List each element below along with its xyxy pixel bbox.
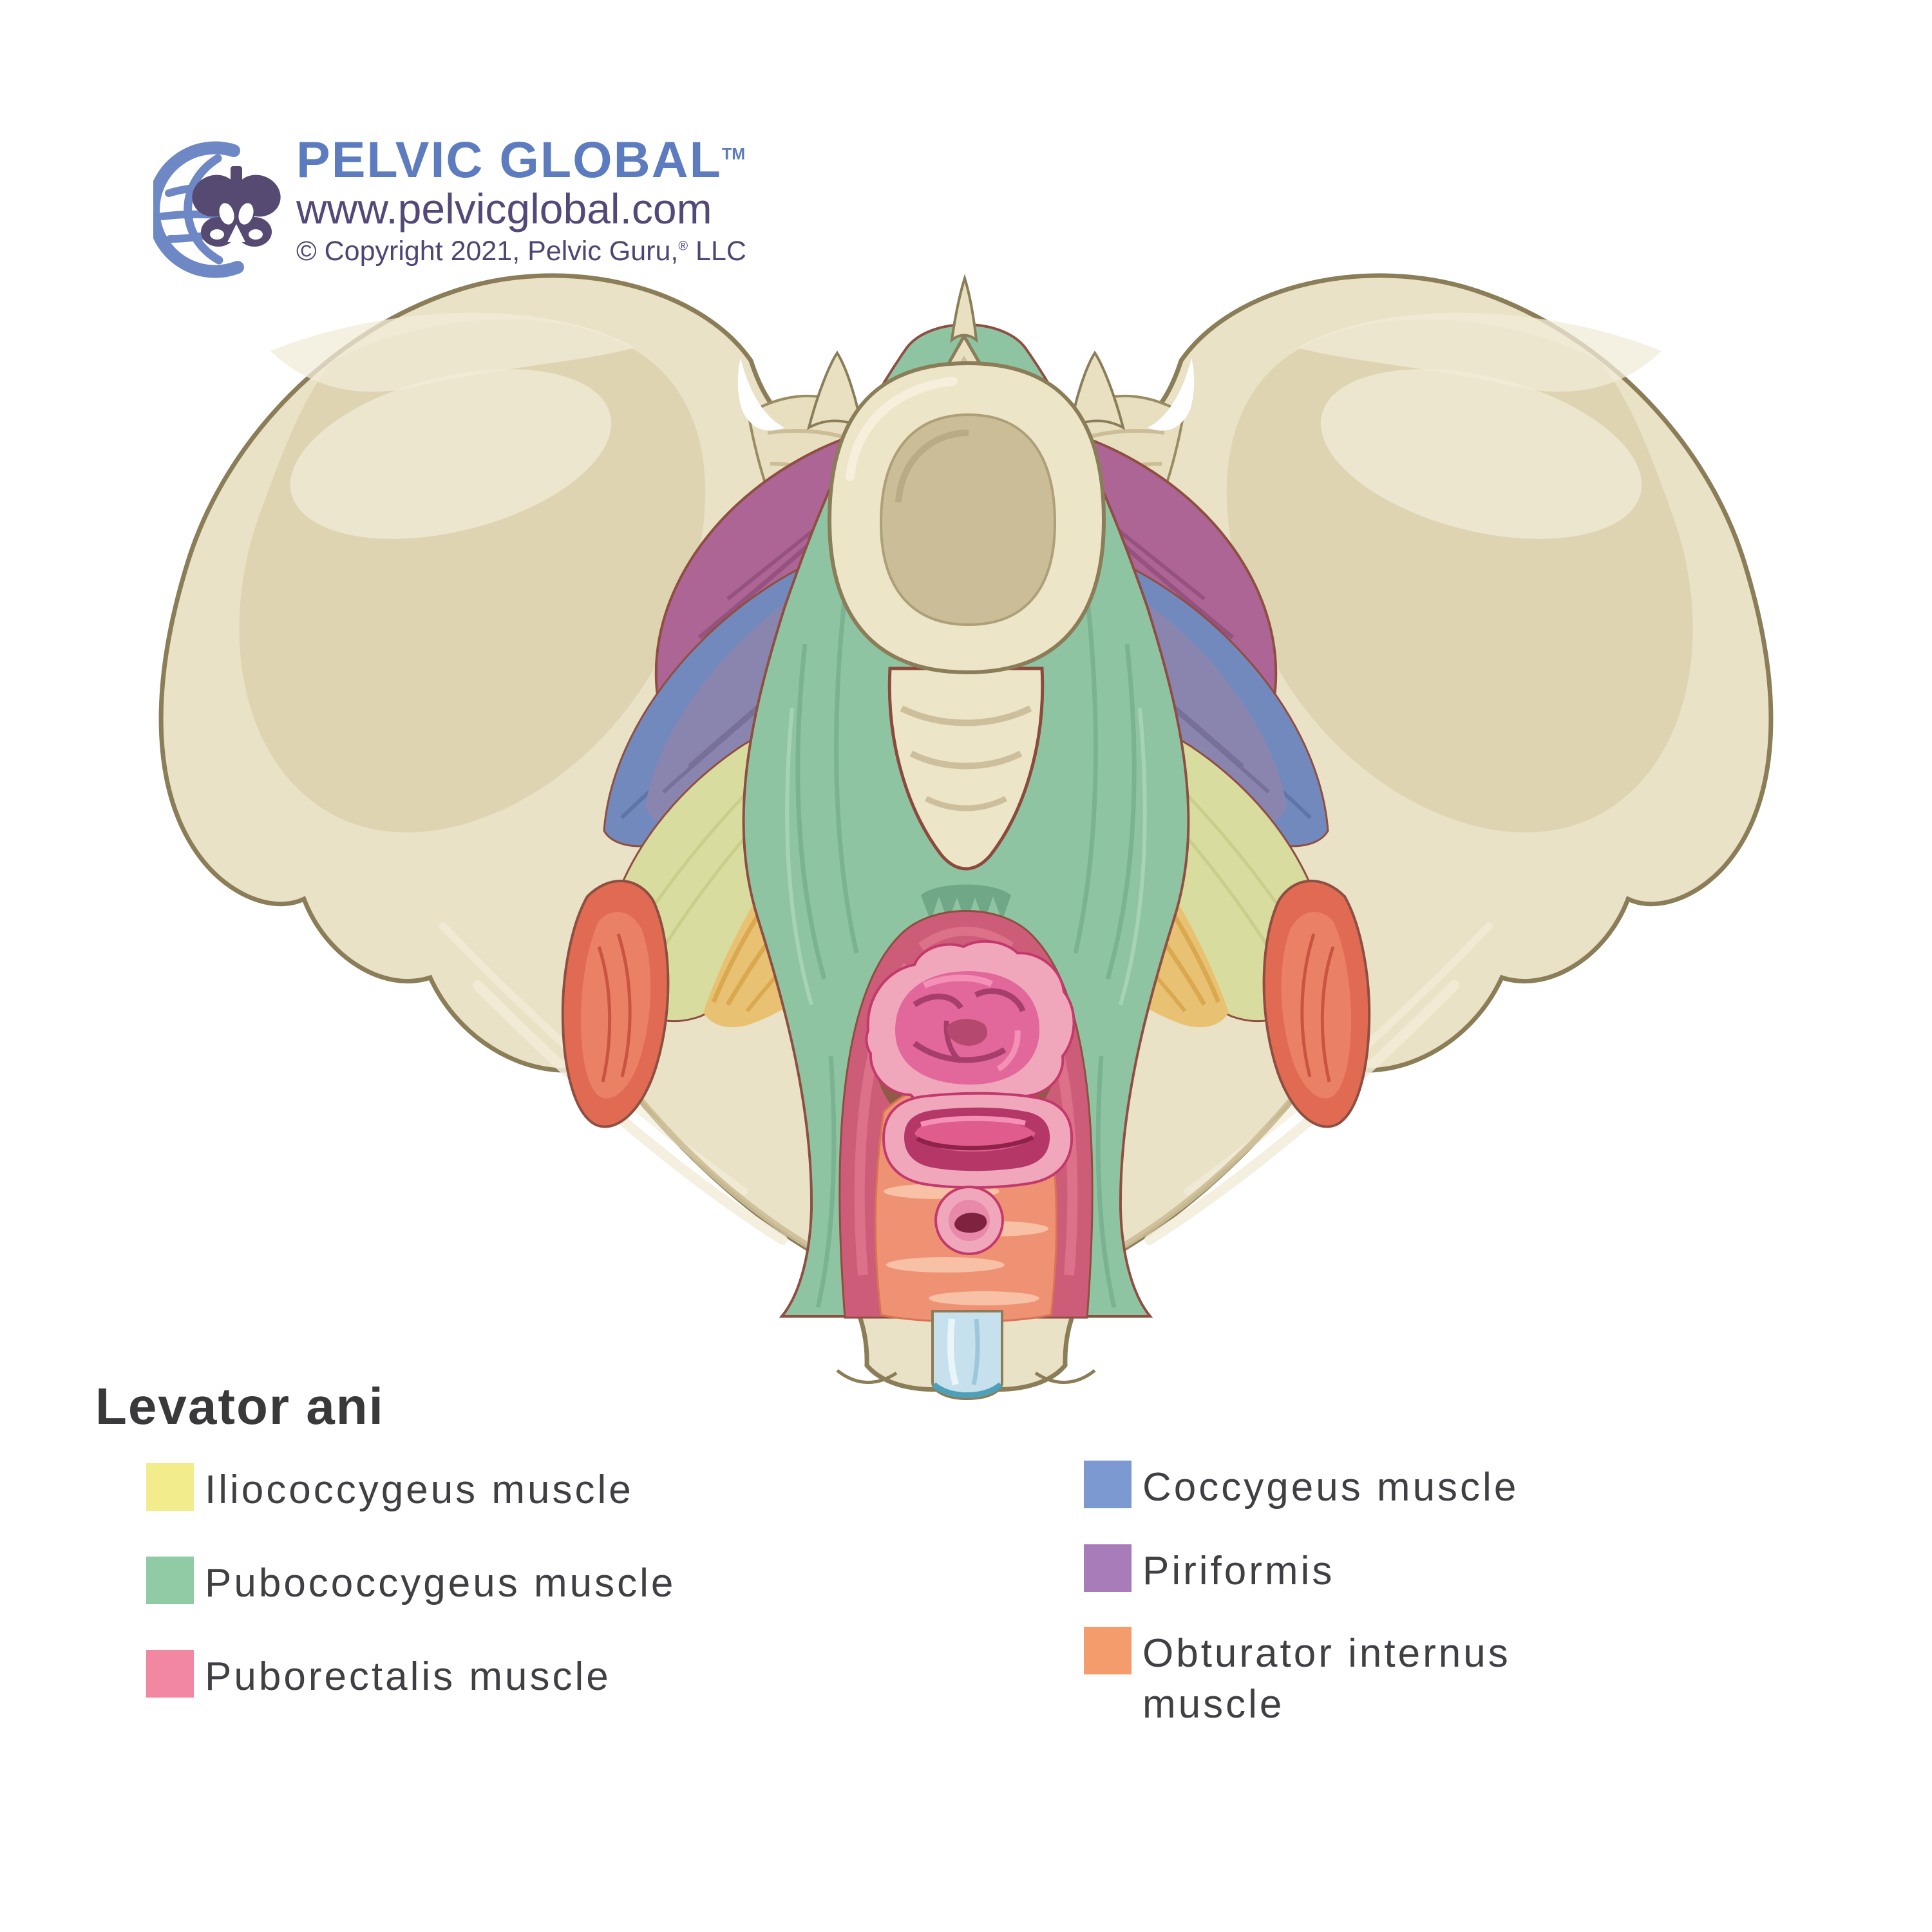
si-joint-notch <box>737 358 784 431</box>
legend-label: Obturator internus muscle <box>1142 1631 1511 1727</box>
trademark-symbol: TM <box>721 145 746 164</box>
vagina-opening <box>882 1092 1074 1189</box>
iliac-crest-highlight <box>270 312 634 392</box>
sacrotuberous-ligament-streak <box>473 980 788 1245</box>
coccygeus-color-swatch <box>1084 1461 1132 1508</box>
obturator-internus-fiber <box>597 946 612 1083</box>
legend-item-pubococcygeus: Pubococcygeus muscle <box>146 1557 676 1609</box>
transverse-process-right <box>1068 350 1126 430</box>
vagina-fold-shadow <box>916 1135 1034 1151</box>
urethra-opening <box>934 1186 1004 1255</box>
brand-name: PELVIC GLOBALTM <box>296 131 746 188</box>
obturator-internus-color-swatch <box>1084 1627 1132 1674</box>
rectum-fold <box>943 1020 963 1064</box>
vertebral-body-highlight <box>846 377 958 481</box>
pelvis-bone-icon <box>192 166 281 247</box>
legend-item-iliococcygeus: Iliococcygeus muscle <box>146 1463 634 1515</box>
rectum-highlight <box>923 974 994 989</box>
legend-title: Levator ani <box>95 1378 384 1435</box>
pubic-symphysis-cartilage <box>931 1310 1003 1401</box>
spinous-process <box>950 274 978 343</box>
rectum-fold <box>913 993 963 1010</box>
pubic-symphysis <box>931 1310 1003 1401</box>
rectum-fold-center <box>947 1019 988 1046</box>
puborectalis-highlight <box>918 927 1014 951</box>
legend-label: Puborectalis muscle <box>205 1654 611 1699</box>
legend-item-coccygeus: Coccygeus muscle <box>1084 1461 1519 1513</box>
obturator-internus-fiber <box>616 933 632 1077</box>
legend-item-obturator-internus: Obturator internus muscle <box>1084 1627 1542 1730</box>
legend-item-puborectalis: Puborectalis muscle <box>146 1650 611 1702</box>
legend-label: Pubococcygeus muscle <box>205 1561 676 1605</box>
pelvic-global-logo-icon <box>153 141 281 278</box>
obturator-internus-inner <box>581 912 651 1099</box>
rectum-opening <box>865 940 1075 1111</box>
globe-icon <box>153 141 244 278</box>
sacrum-segment-line <box>900 705 1032 726</box>
legend-item-piriformis: Piriformis <box>1084 1544 1334 1596</box>
legend-label: Iliococcygeus muscle <box>205 1468 634 1512</box>
legend-label: Piriformis <box>1142 1549 1335 1593</box>
pelvic-global-logo: PELVIC GLOBALTM www.pelvicglobal.com © C… <box>153 134 746 278</box>
vertebral-canal <box>879 413 1057 627</box>
puborectalis-color-swatch <box>146 1650 194 1698</box>
pubic-symphysis-fiber <box>947 1318 959 1386</box>
pubic-symphysis-fiber <box>971 1318 980 1385</box>
sacrum-segment-line <box>924 795 1008 811</box>
urethra-slit <box>954 1213 987 1233</box>
rectum-fold <box>974 988 1026 1012</box>
sacrum-segment-line <box>909 750 1023 770</box>
iliococcygeus-color-swatch <box>146 1463 194 1511</box>
pubic-arch-notch <box>836 1369 898 1384</box>
copyright-text: © Copyright 2021, Pelvic Guru,® LLC <box>296 236 746 267</box>
piriformis-color-swatch <box>1084 1544 1132 1592</box>
vagina-fold-highlight <box>920 1115 1026 1127</box>
website-url: www.pelvicglobal.com <box>296 185 712 232</box>
iliac-fossa-highlight <box>290 369 612 539</box>
pubococcygeus-fringe <box>921 884 1011 923</box>
pubococcygeus-fibers <box>785 553 1147 1308</box>
legend-label: Coccygeus muscle <box>1142 1465 1519 1510</box>
pubic-symphysis-base <box>931 1382 1003 1398</box>
pubococcygeus-color-swatch <box>146 1557 194 1604</box>
rectum-highlight <box>996 1030 1021 1072</box>
registered-symbol: ® <box>678 239 688 254</box>
vertebral-canal-shadow <box>895 430 969 503</box>
transverse-process-left <box>806 350 864 430</box>
